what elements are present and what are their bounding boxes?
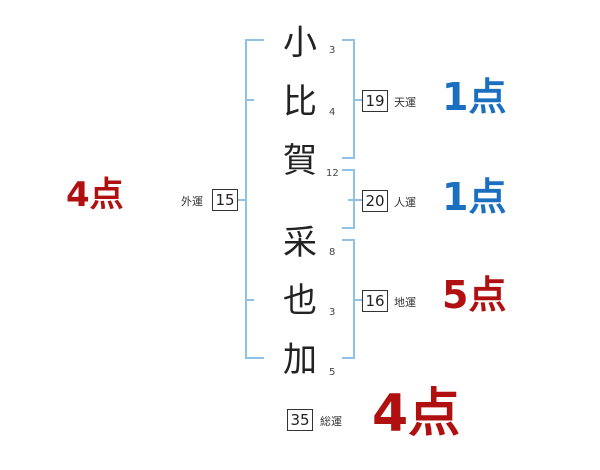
outer-bracket (245, 39, 264, 359)
sou-label: 総運 (320, 415, 342, 428)
jin-value-box: 20 (362, 190, 388, 212)
chi-score: 5点 (442, 273, 507, 317)
stroke-count-1: 3 (329, 45, 336, 56)
gai-value-box: 15 (212, 189, 238, 211)
name-char-3: 賀 (283, 141, 317, 181)
stroke-count-5: 3 (329, 307, 336, 318)
stroke-count-6: 5 (329, 367, 336, 378)
sou-score: 4点 (372, 384, 461, 444)
chi-bracket (342, 239, 355, 359)
ten-score: 1点 (442, 75, 507, 119)
stroke-count-3: 12 (326, 168, 339, 179)
name-char-6: 加 (283, 340, 317, 380)
name-char-2: 比 (283, 82, 317, 122)
jin-label: 人運 (394, 196, 416, 209)
name-char-4: 采 (283, 223, 317, 263)
outer-bracket-ticks (246, 99, 254, 301)
gai-score: 4点 (66, 175, 124, 215)
chi-value-box: 16 (362, 290, 388, 312)
name-char-1: 小 (283, 23, 317, 63)
ten-label: 天運 (394, 96, 416, 109)
gai-label: 外運 (181, 195, 203, 208)
name-char-5: 也 (283, 281, 317, 321)
chi-label: 地運 (394, 296, 416, 309)
sou-value-box: 35 (287, 409, 313, 431)
jin-score: 1点 (442, 175, 507, 219)
ten-bracket (342, 39, 355, 159)
stroke-count-4: 8 (329, 247, 336, 258)
ten-value-box: 19 (362, 90, 388, 112)
stroke-count-2: 4 (329, 107, 336, 118)
